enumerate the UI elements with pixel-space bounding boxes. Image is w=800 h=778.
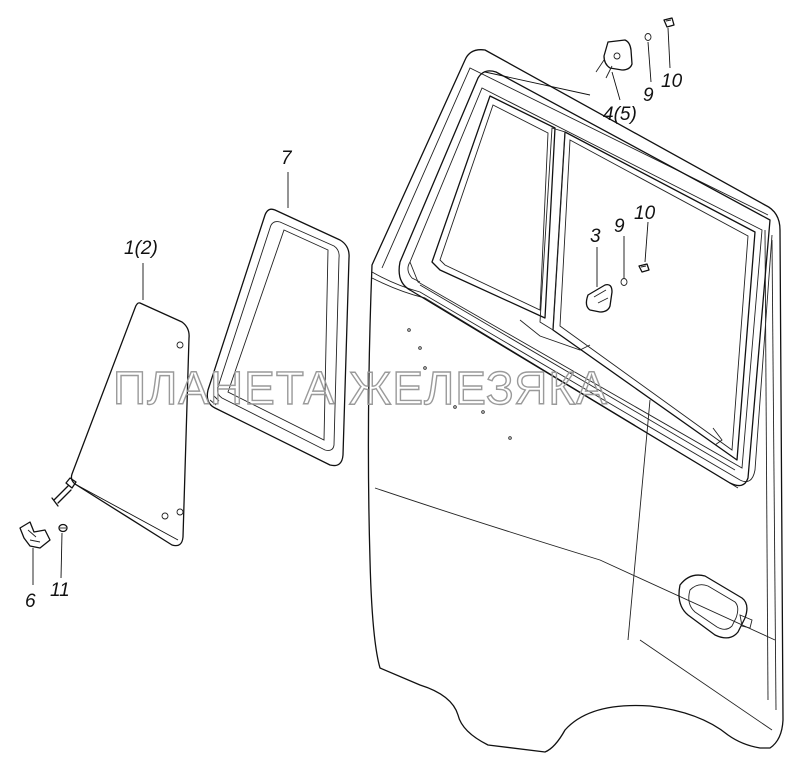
- latch-upper: [595, 39, 633, 79]
- leader-lines: [32, 27, 671, 585]
- pivot-screw: [58, 523, 68, 533]
- callout-labels: 1(2) 7 3 9 10 4(5) 9 10 6 11: [25, 71, 683, 612]
- door-panel: [367, 49, 784, 753]
- washer-upper: [644, 33, 652, 41]
- window-frame: [398, 70, 771, 487]
- callout-pivot: 6: [25, 591, 36, 612]
- screw-upper: [663, 17, 675, 28]
- callout-pivot-screw: 11: [50, 580, 70, 601]
- watermark-text: ПЛАНЕТА ЖЕЛЕЗЯКА: [113, 362, 608, 414]
- callout-seal: 7: [281, 148, 293, 169]
- washer-lower: [620, 278, 628, 286]
- callout-screw-lower: 10: [634, 203, 656, 224]
- callout-latch-lower: 3: [590, 226, 601, 247]
- callout-latch-upper: 4(5): [603, 104, 637, 125]
- callout-glass: 1(2): [124, 238, 158, 259]
- vent-seal: [206, 208, 350, 467]
- vent-glass: [51, 302, 190, 547]
- pivot-bracket: [19, 521, 51, 549]
- callout-screw-upper: 10: [661, 71, 683, 92]
- screw-lower: [638, 263, 650, 273]
- callout-washer-lower: 9: [614, 216, 625, 237]
- latch-lower: [585, 284, 613, 313]
- callout-washer-upper: 9: [643, 85, 654, 106]
